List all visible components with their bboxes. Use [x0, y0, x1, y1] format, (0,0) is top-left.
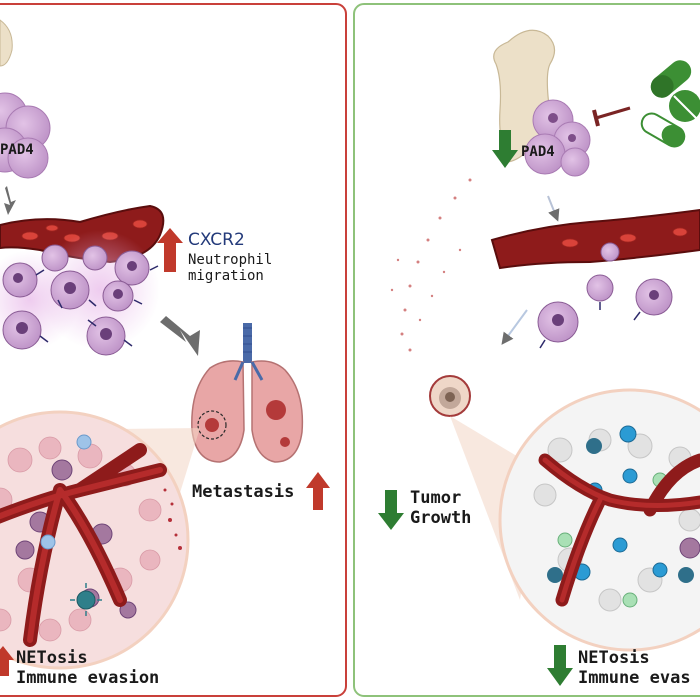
tumor-growth-line1: Tumor	[410, 488, 462, 508]
netosis-line2-left: Immune evasion	[16, 668, 160, 688]
grey-arrow-to-lung	[160, 316, 200, 356]
right-panel-border	[353, 3, 700, 697]
marrow-neutrophil-cluster-right	[524, 99, 591, 177]
tumor-growth-line2: Growth	[410, 508, 472, 528]
netosis-line2-right: Immune evas	[578, 668, 691, 688]
pad4-label-right: PAD4	[521, 144, 555, 160]
left-panel-border	[0, 3, 347, 697]
pad4-label-left: PAD4	[0, 142, 34, 158]
marrow-neutrophil-cluster-left	[0, 92, 51, 179]
tumor-growth-label: Tumor Growth	[410, 488, 471, 528]
neutrophils-right	[537, 242, 673, 349]
light-arrow-down-right	[547, 195, 560, 222]
small-tumor-right	[429, 375, 471, 417]
netosis-line1-left: NETosis	[16, 648, 88, 668]
neutrophil-migration-line1: Neutrophil	[188, 252, 273, 268]
metastasis-label: Metastasis	[192, 482, 295, 502]
metastasis-up-arrow	[306, 472, 330, 510]
inhibitor-bar	[592, 106, 631, 127]
light-arrow-diagonal-right	[501, 309, 528, 345]
grey-arrow-down-left	[4, 186, 16, 215]
tumor-microenvironment-right	[498, 388, 700, 652]
netosis-up-arrow	[0, 646, 14, 676]
netosis-label-left: NETosis Immune evasion	[16, 648, 159, 688]
netosis-label-right: NETosis Immune evas	[578, 648, 691, 688]
tumor-microenvironment-left	[0, 410, 190, 670]
neutrophil-migration-line2: migration	[188, 268, 264, 284]
netosis-down-arrow	[547, 645, 573, 686]
tumor-growth-down-arrow	[378, 490, 404, 530]
neutrophil-migration-label: Neutrophil migration	[188, 252, 272, 284]
drug-pills-icon	[640, 60, 700, 148]
dotted-trail-right	[390, 178, 472, 352]
netosis-line1-right: NETosis	[578, 648, 650, 668]
migrating-neutrophils-left	[0, 230, 160, 356]
red-blood-cells-right	[561, 227, 688, 248]
blood-vessel-right	[490, 208, 700, 270]
lung-left	[191, 323, 304, 463]
cxcr2-label: CXCR2	[188, 230, 245, 250]
pad4-down-arrow	[492, 130, 518, 168]
cxcr2-up-arrow	[157, 228, 183, 272]
bone-marrow-left	[0, 19, 13, 67]
